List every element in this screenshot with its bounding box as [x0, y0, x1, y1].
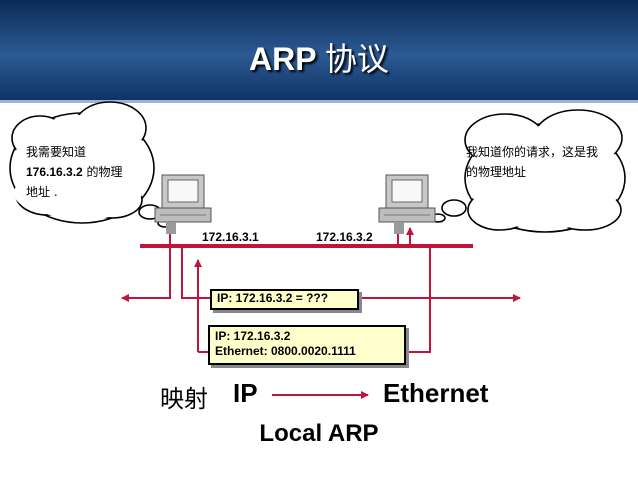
- right-host-ip: 172.16.3.2: [316, 230, 373, 244]
- mapping-from-ip: IP: [233, 378, 258, 408]
- arp-reply-box: IP: 172.16.3.2 Ethernet: 0800.0020.1111: [208, 325, 406, 365]
- title-divider: [0, 100, 638, 103]
- slide-title: ARP 协议: [0, 34, 638, 80]
- mapping-label-chinese: 映射: [160, 385, 208, 413]
- left-bubble-line2: 176.16.3.2 的物理: [26, 162, 123, 182]
- broadcast-left-arrow: [121, 246, 171, 302]
- left-bubble-line1: 我需要知道: [26, 145, 87, 159]
- arp-request-box: IP: 172.16.3.2 = ???: [210, 289, 359, 310]
- left-bubble-ip: 176.16.3.2: [26, 165, 83, 179]
- reply-path: [403, 246, 431, 353]
- network-lines: [121, 227, 521, 399]
- local-arp-caption: Local ARP: [259, 420, 379, 447]
- left-bubble-line3: 地址 .: [26, 185, 58, 199]
- arp-reply-ip: IP: 172.16.3.2: [215, 329, 291, 343]
- right-bubble-line1: 我知道你的请求，这是我: [466, 145, 599, 159]
- host-computer-right-icon: [378, 174, 436, 234]
- title-latin: ARP: [249, 41, 317, 77]
- right-bubble-text: 我知道你的请求，这是我 的物理地址: [466, 142, 598, 182]
- title-bar: [0, 0, 638, 100]
- title-chinese: 协议: [324, 40, 389, 78]
- right-bubble-line2: 的物理地址: [466, 165, 527, 179]
- left-bubble-text: 我需要知道 176.16.3.2 的物理 地址 .: [26, 142, 123, 202]
- mapping-to-ethernet: Ethernet: [383, 378, 489, 408]
- host-computer-left-icon: [154, 174, 212, 234]
- left-bubble-line2-suffix: 的物理: [82, 165, 123, 179]
- left-host-ip: 172.16.3.1: [202, 230, 259, 244]
- arp-request-text: IP: 172.16.3.2 = ???: [217, 291, 329, 305]
- arp-reply-ethernet: Ethernet: 0800.0020.1111: [215, 344, 356, 358]
